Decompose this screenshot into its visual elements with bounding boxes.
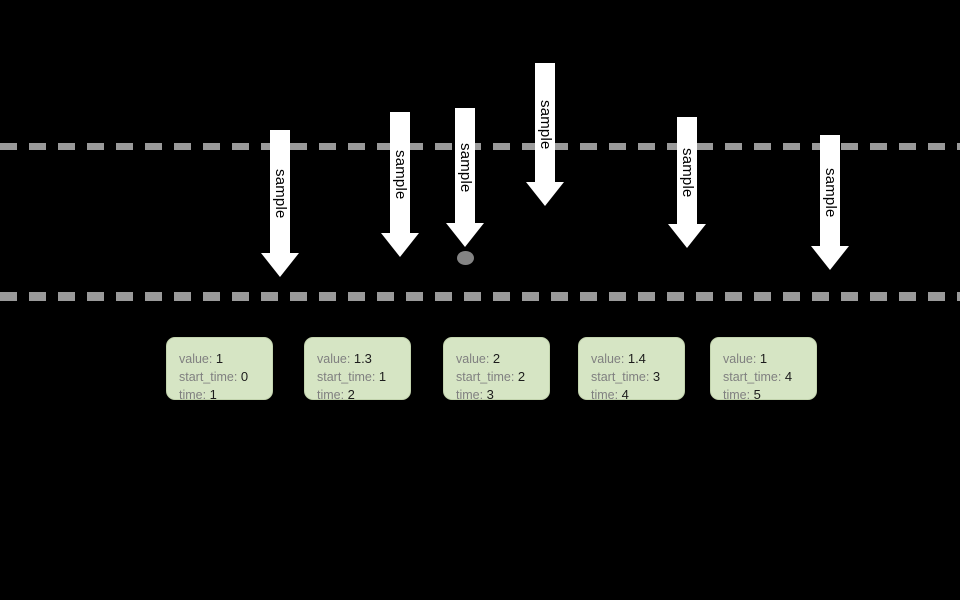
sample-arrow-6: sample (811, 135, 849, 270)
value-row-value: 0 (240, 369, 249, 384)
value-row-label: value: (456, 352, 493, 366)
value-row-value: 4 (784, 369, 793, 384)
value-row-label: time: (591, 388, 622, 402)
value-row-label: start_time: (179, 370, 241, 384)
value-row: start_time: 0 (179, 368, 272, 386)
value-row-label: start_time: (591, 370, 653, 384)
sample-marker-dot (457, 251, 474, 265)
arrow-head-icon (446, 223, 484, 247)
value-row-label: start_time: (723, 370, 785, 384)
value-row-label: time: (723, 388, 754, 402)
value-row: value: 1.4 (591, 350, 684, 368)
value-row: start_time: 3 (591, 368, 684, 386)
value-row-label: start_time: (317, 370, 379, 384)
value-row-value: 3 (486, 387, 494, 402)
arrow-shaft (390, 112, 410, 233)
value-row: start_time: 1 (317, 368, 410, 386)
value-row: time: 2 (317, 386, 410, 404)
value-row-value: 1.3 (353, 351, 372, 366)
value-row-label: time: (179, 388, 210, 402)
value-row-value: 2 (347, 387, 355, 402)
value-row-label: value: (179, 352, 216, 366)
value-row-label: start_time: (456, 370, 518, 384)
sample-arrow-3: sample (446, 108, 484, 247)
value-row-value: 5 (753, 387, 761, 402)
output-stream-line (0, 292, 960, 301)
value-row: time: 3 (456, 386, 549, 404)
arrow-shaft (535, 63, 555, 182)
value-row-label: time: (456, 388, 487, 402)
value-row-label: time: (317, 388, 348, 402)
value-row-value: 1 (759, 351, 768, 366)
value-row-label: value: (723, 352, 760, 366)
value-row-value: 1.4 (627, 351, 646, 366)
value-row: start_time: 2 (456, 368, 549, 386)
value-row-value: 3 (652, 369, 661, 384)
arrow-head-icon (381, 233, 419, 257)
value-row: value: 2 (456, 350, 549, 368)
sample-arrow-2: sample (381, 112, 419, 257)
value-row-value: 1 (209, 387, 217, 402)
value-row: time: 1 (179, 386, 272, 404)
arrow-shaft (270, 130, 290, 253)
value-row-value: 4 (621, 387, 629, 402)
value-row: time: 4 (591, 386, 684, 404)
input-stream-line (0, 143, 960, 150)
arrow-shaft (677, 117, 697, 224)
value-row: value: 1.3 (317, 350, 410, 368)
arrow-shaft (455, 108, 475, 223)
sample-arrow-5: sample (668, 117, 706, 248)
value-row: value: 1 (179, 350, 272, 368)
value-row-value: 2 (517, 369, 526, 384)
value-row-label: value: (317, 352, 354, 366)
value-row-label: value: (591, 352, 628, 366)
arrow-head-icon (261, 253, 299, 277)
value-row-value: 2 (492, 351, 501, 366)
arrow-head-icon (526, 182, 564, 206)
sample-arrow-1: sample (261, 130, 299, 277)
sample-arrow-4: sample (526, 63, 564, 206)
value-row-value: 1 (378, 369, 387, 384)
value-row: start_time: 4 (723, 368, 816, 386)
value-row-value: 1 (215, 351, 224, 366)
arrow-head-icon (811, 246, 849, 270)
arrow-shaft (820, 135, 840, 246)
value-row: time: 5 (723, 386, 816, 404)
value-row: value: 1 (723, 350, 816, 368)
arrow-head-icon (668, 224, 706, 248)
